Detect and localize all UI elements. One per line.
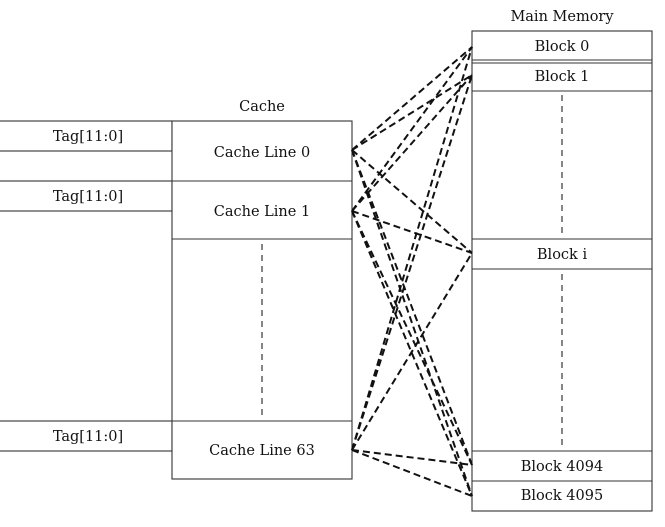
cache-title: Cache [239, 99, 285, 115]
memory-block-4095: Block 4095 [521, 488, 603, 504]
mapping-line [351, 74, 473, 212]
memory-block-i: Block i [537, 247, 588, 263]
tag-label: Tag[11:0] [53, 189, 123, 205]
cache-line-63: Cache Line 63 [209, 443, 315, 459]
mapping-line [351, 252, 473, 451]
main-memory-block: Block 0 Block 1 Block i Block 4094 Block… [471, 30, 653, 512]
mapping-line [351, 149, 473, 254]
mapping-line [351, 210, 473, 254]
main-memory-title: Main Memory [510, 9, 614, 25]
memory-block-4094: Block 4094 [521, 459, 603, 475]
tag-register-63: Tag[11:0] [0, 420, 173, 452]
mapping-line [351, 149, 473, 497]
mapping-line [351, 210, 473, 466]
mapping-line [351, 46, 473, 151]
mapping-connections [351, 46, 473, 497]
memory-block-0: Block 0 [535, 39, 590, 55]
cache-line-1: Cache Line 1 [214, 204, 310, 220]
mapping-line [351, 74, 473, 151]
mapping-line [351, 449, 473, 466]
cache-block: Cache Line 0 Cache Line 1 Cache Line 63 [171, 120, 353, 480]
tag-label: Tag[11:0] [53, 429, 123, 445]
tag-label: Tag[11:0] [53, 129, 123, 145]
mapping-line [351, 149, 473, 466]
cache-line-0: Cache Line 0 [214, 145, 310, 161]
tag-register-1: Tag[11:0] [0, 180, 173, 212]
mapping-line [351, 46, 473, 212]
mapping-line [351, 74, 473, 451]
memory-block-1: Block 1 [535, 69, 590, 85]
mapping-line [351, 210, 473, 497]
mapping-line [351, 46, 473, 451]
tag-register-0: Tag[11:0] [0, 120, 173, 152]
